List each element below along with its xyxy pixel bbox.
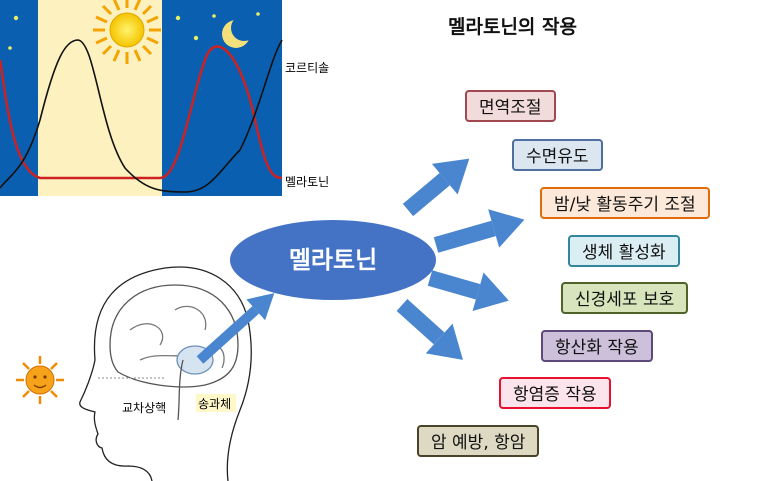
pineal-label-bg [196, 394, 236, 412]
effect-box: 밤/낮 활동주기 조절 [540, 187, 710, 219]
melatonin-graph-label: 멜라토닌 [285, 175, 329, 189]
cortisol-curve [0, 39, 283, 193]
pineal-label: 송과체 [198, 397, 231, 411]
arrow-brain-to-center [196, 293, 275, 364]
melatonin-curve [0, 45, 283, 180]
sun-face-icon [16, 356, 64, 404]
brain-outline [109, 284, 239, 388]
effect-box: 생체 활성화 [568, 235, 680, 267]
effect-label: 수면유도 [526, 147, 589, 167]
arrow-down [396, 299, 463, 360]
arrows [196, 158, 525, 364]
effect-box: 신경세포 보호 [561, 282, 689, 314]
head-illustration [79, 266, 252, 481]
effect-box: 항염증 작용 [499, 377, 611, 409]
effect-box: 항산화 작용 [541, 330, 653, 362]
night-panel-right [162, 0, 282, 196]
effect-box: 면역조절 [465, 90, 556, 122]
arrow-up [402, 158, 470, 217]
effect-label: 밤/낮 활동주기 조절 [554, 195, 696, 215]
melatonin-center-ellipse: 멜라토닌 [230, 220, 436, 300]
sun-icon [93, 0, 161, 64]
arrow-lower-right [427, 270, 509, 312]
effect-label: 항염증 작용 [513, 385, 597, 405]
chiasm-label: 교차상핵 [122, 401, 166, 415]
effect-label: 신경세포 보호 [575, 290, 675, 310]
effect-box: 수면유도 [512, 139, 603, 171]
moon-icon [222, 15, 257, 48]
arrow-upper-right [433, 209, 525, 253]
effect-box: 암 예방, 항암 [417, 425, 540, 457]
circadian-graph: 코르티솔 멜라토닌 [0, 0, 329, 196]
effect-label: 면역조절 [479, 98, 542, 118]
effect-label: 생체 활성화 [582, 243, 666, 263]
effect-label: 항산화 작용 [555, 338, 639, 358]
diagram-title: 멜라토닌의 작용 [448, 16, 577, 38]
effect-label: 암 예방, 항암 [431, 433, 526, 453]
cortisol-label: 코르티솔 [285, 61, 329, 75]
star-icon [8, 12, 260, 50]
